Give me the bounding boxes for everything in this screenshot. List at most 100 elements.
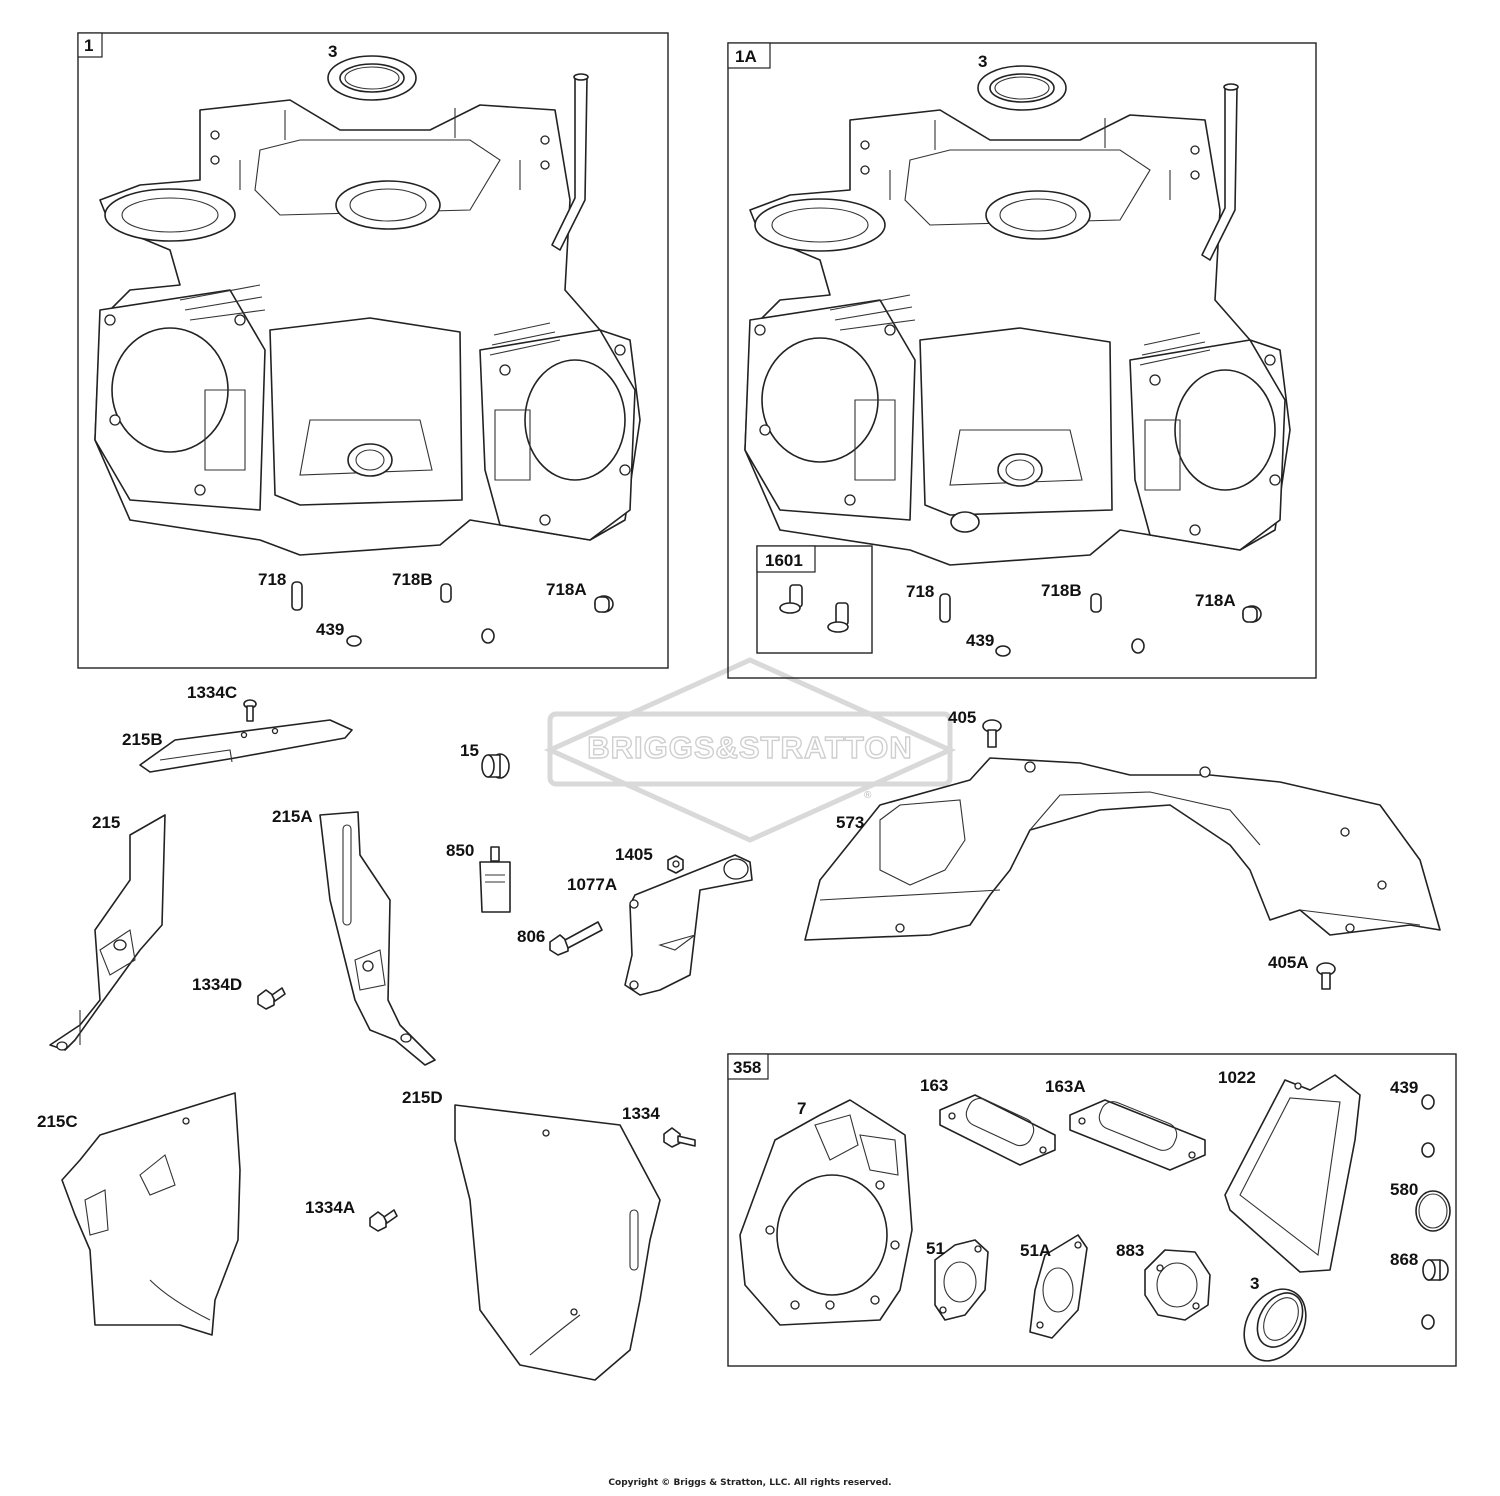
panel-1601-tag: 1601 <box>765 551 803 570</box>
bolt-1601-b <box>827 602 849 633</box>
label-p1a-718b: 718B <box>1041 581 1082 600</box>
o-ring-580 <box>1415 1190 1451 1232</box>
o-ring-439-kit <box>1421 1094 1435 1330</box>
brand-watermark: BRIGGS&STRATTON ® <box>543 657 957 843</box>
baffle-215a <box>319 811 436 1066</box>
panel-358-frame <box>727 1053 1457 1367</box>
watermark-brand-text: BRIGGS&STRATTON <box>587 730 913 765</box>
label-15: 15 <box>460 741 479 760</box>
label-1405: 1405 <box>615 845 653 864</box>
label-k163: 163 <box>920 1076 948 1095</box>
screw-405 <box>982 719 1002 748</box>
bolt-1601-a <box>779 584 803 614</box>
o-ring-439-1a <box>995 638 1145 657</box>
exhaust-gasket-51a <box>1029 1234 1088 1339</box>
panel-358-tag: 358 <box>733 1058 761 1077</box>
watermark-diamond <box>543 657 957 843</box>
screw-1334c <box>243 699 257 722</box>
label-215c: 215C <box>37 1112 78 1131</box>
panel-1601-tag-box <box>756 545 816 573</box>
dowel-718a-1a <box>1242 605 1262 623</box>
label-p1a-3: 3 <box>978 52 987 71</box>
sealant-tube-850 <box>479 846 511 913</box>
baffle-215 <box>49 814 166 1051</box>
panel-1601-bolts: 1601 <box>756 545 873 654</box>
label-215a: 215A <box>272 807 313 826</box>
watermark-registered-mark: ® <box>864 790 872 801</box>
label-p1-3: 3 <box>328 42 337 61</box>
label-k7: 7 <box>797 1099 806 1118</box>
cylinder-block-part-1a <box>744 83 1291 566</box>
panel-1-tag: 1 <box>84 36 93 55</box>
label-p1-718b: 718B <box>392 570 433 589</box>
label-405: 405 <box>948 708 976 727</box>
label-850: 850 <box>446 841 474 860</box>
label-215d: 215D <box>402 1088 443 1107</box>
label-p1a-439: 439 <box>966 631 994 650</box>
dowel-pin-718b <box>440 583 452 603</box>
copyright-notice: Copyright © Briggs & Stratton, LLC. All … <box>608 1478 892 1488</box>
label-806: 806 <box>517 927 545 946</box>
panel-1a-frame <box>727 42 1317 679</box>
baffle-215b <box>139 719 353 773</box>
screw-1334a <box>369 1209 398 1232</box>
panel-358-gasket-kit: 358 7 163 163A <box>727 1053 1457 1367</box>
label-p1a-718a: 718A <box>1195 591 1236 610</box>
label-k163a: 163A <box>1045 1077 1086 1096</box>
shroud-573 <box>804 757 1441 941</box>
oil-seal-part-1a <box>977 65 1067 111</box>
label-k51a: 51A <box>1020 1241 1051 1260</box>
dowel-718a <box>594 595 614 613</box>
label-215b: 215B <box>122 730 163 749</box>
gasket-883 <box>1144 1249 1211 1321</box>
intake-gasket-163a <box>1069 1099 1206 1171</box>
dowel-pin-718b-1a <box>1090 593 1102 613</box>
panel-1-tag-box <box>77 32 103 58</box>
nut-1405 <box>667 855 684 874</box>
dowel-pin-718 <box>291 581 303 611</box>
oil-seal-part <box>327 55 417 101</box>
o-ring-439 <box>346 628 495 647</box>
screw-405a <box>1316 962 1336 990</box>
label-k3: 3 <box>1250 1274 1259 1293</box>
panel-358-tag-box <box>727 1053 769 1080</box>
label-1334c: 1334C <box>187 683 237 702</box>
panel-1-cylinder-assembly: 1 3 <box>77 32 669 669</box>
baffle-215c <box>61 1092 241 1336</box>
label-215: 215 <box>92 813 120 832</box>
label-p1-718: 718 <box>258 570 286 589</box>
oil-seal-3-kit <box>1243 1288 1307 1362</box>
bushing-15 <box>481 753 510 779</box>
label-k883: 883 <box>1116 1241 1144 1260</box>
label-p1a-718: 718 <box>906 582 934 601</box>
label-1334a: 1334A <box>305 1198 355 1217</box>
label-k51: 51 <box>926 1239 945 1258</box>
plug-868 <box>1422 1259 1449 1281</box>
label-k439: 439 <box>1390 1078 1418 1097</box>
label-k1022: 1022 <box>1218 1068 1256 1087</box>
head-gasket-7 <box>739 1099 913 1326</box>
cylinder-block-part <box>94 73 641 556</box>
label-p1-718a: 718A <box>546 580 587 599</box>
bolt-806 <box>549 921 603 956</box>
exhaust-gasket-51 <box>934 1239 989 1321</box>
intake-gasket-163 <box>939 1094 1056 1166</box>
panel-1a-tag-box <box>727 42 771 69</box>
label-1334: 1334 <box>622 1104 660 1123</box>
label-573: 573 <box>836 813 864 832</box>
label-1334d: 1334D <box>192 975 242 994</box>
baffle-215d <box>454 1104 661 1381</box>
dowel-pin-718-1a <box>939 593 951 623</box>
label-k868: 868 <box>1390 1250 1418 1269</box>
screw-1334d <box>257 987 286 1010</box>
bracket-1077a <box>624 854 753 996</box>
label-k580: 580 <box>1390 1180 1418 1199</box>
panel-1a-tag: 1A <box>735 47 757 66</box>
panel-1a-cylinder-assembly: 1A 3 <box>727 42 1317 679</box>
panel-1-frame <box>77 32 669 669</box>
screw-1334 <box>663 1127 696 1148</box>
label-p1-439: 439 <box>316 620 344 639</box>
label-1077a: 1077A <box>567 875 617 894</box>
cover-gasket-1022 <box>1224 1074 1361 1273</box>
